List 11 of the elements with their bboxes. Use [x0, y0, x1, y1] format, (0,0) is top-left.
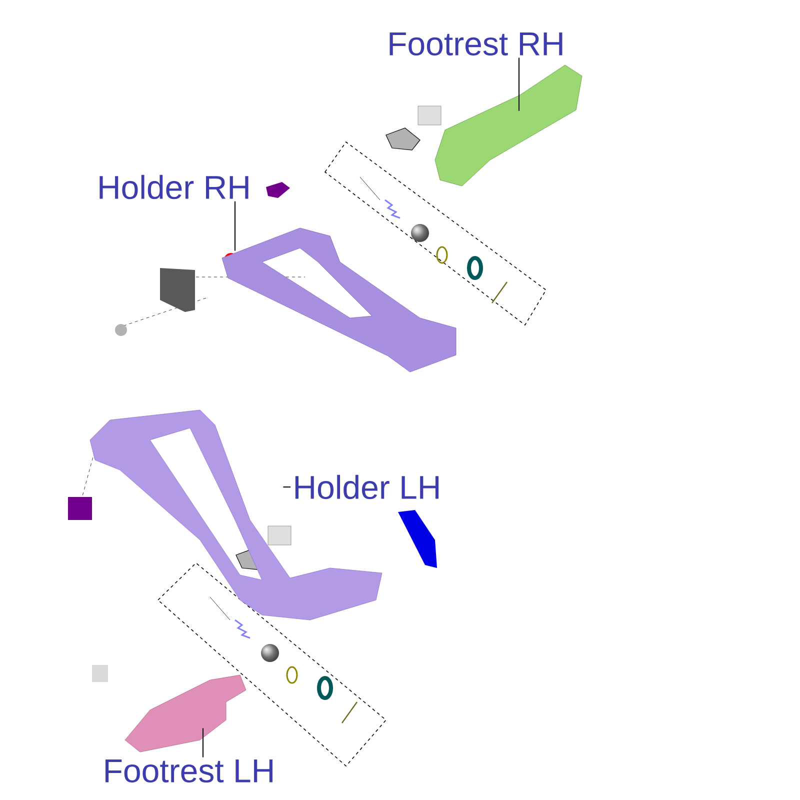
leader-line: [202, 728, 204, 758]
leader-line: [234, 200, 236, 252]
footrest-drawing: [124, 674, 246, 752]
leader-line: [282, 486, 292, 488]
part-label: Holder RH: [100, 174, 248, 200]
footrest-drawing: [434, 64, 582, 186]
part-label: Footrest LH: [106, 760, 272, 783]
part-label: Holder LH: [295, 474, 439, 500]
holder-drawing: [222, 228, 456, 372]
part-label: Footrest RH: [390, 32, 562, 56]
leader-line: [518, 57, 520, 112]
